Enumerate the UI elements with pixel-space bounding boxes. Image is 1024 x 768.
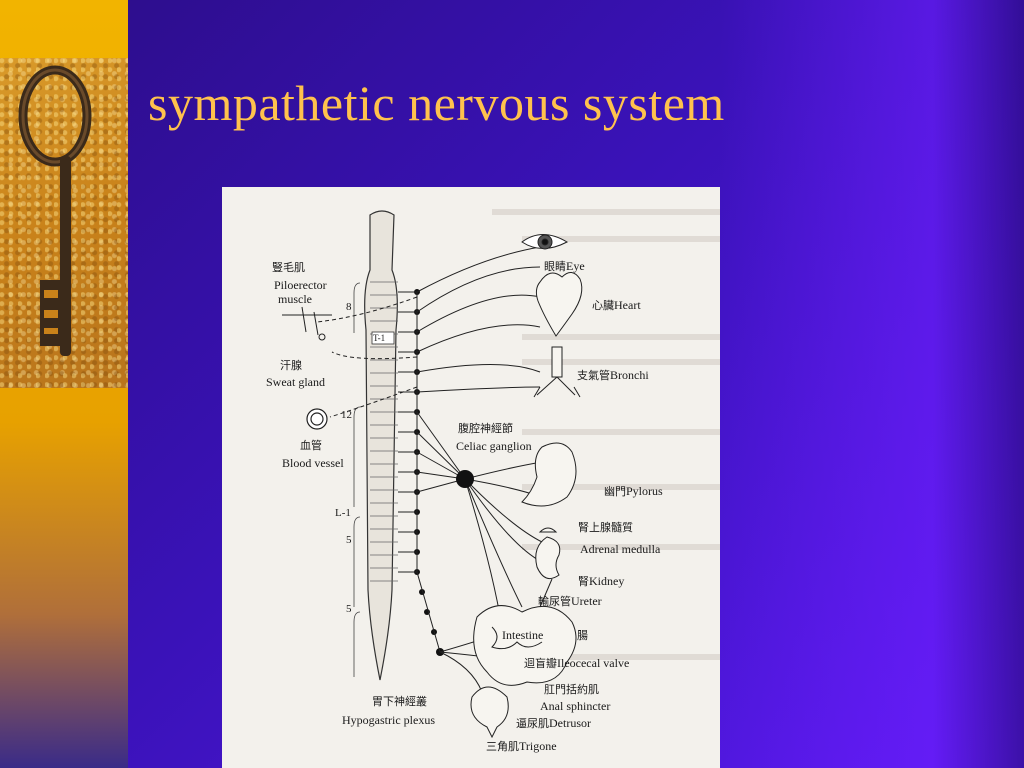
sympathetic-diagram: 8 T-1 12 L-1 5 5 豎毛肌 Piloerector muscle … [222, 187, 720, 768]
diagram-drawing [282, 209, 720, 739]
anal-sphincter-label: Anal sphincter [540, 699, 611, 713]
slide-title: sympathetic nervous system [148, 75, 725, 131]
level-label: 8 [346, 301, 352, 313]
bronchi-label: 支氣管Bronchi [577, 368, 649, 383]
ureter-label: 輸尿管Ureter [538, 594, 602, 609]
hypogastric-label: Hypogastric plexus [342, 713, 435, 727]
ileocecal-label: 迴盲瓣Ileocecal valve [524, 656, 630, 671]
heart-icon [535, 272, 583, 337]
key-photo [0, 58, 128, 388]
bladder-icon [470, 686, 509, 739]
piloerector-label-2: muscle [278, 292, 312, 306]
anal-sphincter-cn-label: 肛門括約肌 [544, 683, 599, 696]
level-label: 5 [346, 534, 352, 546]
detrusor-label: 逼尿肌Detrusor [516, 716, 591, 731]
blood-vessel-icon [306, 408, 328, 430]
sweat-gland-cn-label: 汗腺 [280, 359, 302, 372]
adrenal-cn-label: 腎上腺髓質 [578, 521, 633, 534]
intestine-icon [473, 605, 577, 686]
intestine-label: Intestine [502, 628, 544, 642]
level-label: 12 [341, 409, 352, 421]
celiac-label: Celiac ganglion [456, 439, 532, 453]
kidney-label: 腎Kidney [578, 574, 625, 589]
intestine-cn-label: 腸 [577, 629, 588, 642]
blood-vessel-cn-label: 血管 [300, 439, 322, 452]
sweat-gland-label: Sweat gland [266, 375, 325, 389]
celiac-cn-label: 腹腔神經節 [458, 422, 513, 435]
level-label: L-1 [335, 507, 351, 519]
key-icon [18, 65, 92, 356]
eye-icon [521, 234, 569, 250]
adrenal-label: Adrenal medulla [580, 542, 661, 556]
background-glow [720, 0, 1024, 768]
blood-vessel-label: Blood vessel [282, 456, 344, 470]
level-label: 5 [346, 603, 352, 615]
hair-follicle-icon [282, 306, 332, 341]
bronchi-icon [533, 346, 581, 398]
piloerector-label: Piloerector [274, 278, 327, 292]
level-label: T-1 [373, 333, 386, 343]
trigone-label: 三角肌Trigone [486, 739, 557, 754]
kidney-icon [535, 527, 561, 608]
stomach-icon [521, 442, 577, 507]
spinal-cord [364, 210, 398, 681]
piloerector-cn-label: 豎毛肌 [272, 261, 305, 274]
pylorus-label: 幽門Pylorus [604, 484, 663, 499]
heart-label: 心臟Heart [592, 298, 641, 313]
eye-label: 眼睛Eye [544, 259, 585, 274]
hypogastric-cn-label: 胃下神經叢 [372, 695, 427, 708]
sympathetic-chain [414, 289, 444, 656]
celiac-ganglion-node [456, 470, 474, 488]
